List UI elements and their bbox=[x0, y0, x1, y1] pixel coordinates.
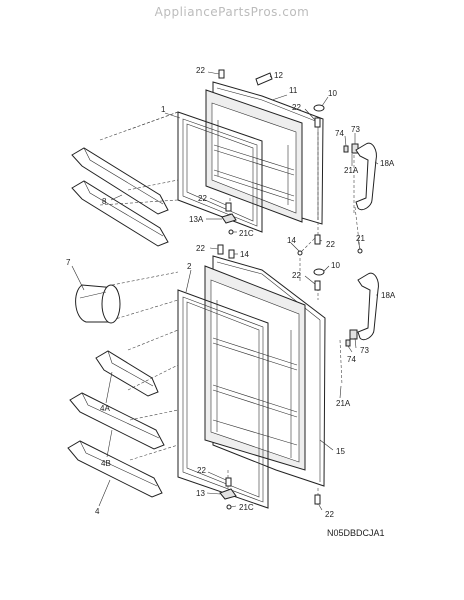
callout-73-upper: 73 bbox=[351, 125, 360, 134]
freezer-door-shelves bbox=[71, 147, 169, 247]
fresh-food-hinge-bracket bbox=[219, 488, 237, 500]
callout-labels: 22 12 11 10 22 1 74 73 21A 18A 8 22 13A … bbox=[66, 66, 396, 519]
freezer-door-shelf-upper bbox=[71, 147, 169, 215]
dairy-compartment-cover bbox=[75, 284, 121, 324]
callout-18A-upper: 18A bbox=[380, 159, 395, 168]
callout-8: 8 bbox=[102, 197, 107, 206]
callout-18A-lower: 18A bbox=[381, 291, 396, 300]
callout-4: 4 bbox=[95, 507, 100, 516]
freezer-bottom-right-screw bbox=[314, 234, 321, 245]
fresh-food-handle-mount-74 bbox=[345, 339, 351, 347]
door-shelf-4 bbox=[67, 440, 163, 498]
freezer-door-assembly bbox=[177, 81, 324, 233]
callout-22-upper-right: 22 bbox=[292, 103, 301, 112]
callout-74-upper: 74 bbox=[335, 129, 344, 138]
fresh-food-door-gasket bbox=[177, 289, 269, 509]
fresh-food-lower-screw bbox=[225, 477, 232, 487]
callout-21C-upper: 21C bbox=[239, 229, 254, 238]
callout-22-freezer-lower: 22 bbox=[198, 194, 207, 203]
callout-14-fresh: 14 bbox=[240, 250, 249, 259]
fresh-food-bottom-right-screw bbox=[314, 494, 321, 505]
callout-22-fresh-right: 22 bbox=[292, 271, 301, 280]
freezer-door-handle bbox=[355, 142, 377, 211]
callout-10-lower: 10 bbox=[331, 261, 340, 270]
center-hinge-pin bbox=[297, 250, 303, 256]
callout-21: 21 bbox=[356, 234, 365, 243]
fresh-food-right-screw bbox=[314, 280, 321, 291]
door-shelf-4A bbox=[95, 350, 159, 397]
fresh-food-door-assembly bbox=[177, 255, 326, 509]
callout-22-freezer-bottom-right: 22 bbox=[326, 240, 335, 249]
callout-7: 7 bbox=[66, 258, 71, 267]
callout-13: 13 bbox=[196, 489, 205, 498]
callout-2: 2 bbox=[187, 262, 192, 271]
fresh-food-door-shelves bbox=[67, 350, 165, 498]
freezer-right-screw bbox=[314, 117, 321, 128]
freezer-door-gasket bbox=[177, 111, 263, 233]
leader-lines bbox=[71, 71, 379, 511]
callout-22-fresh-lower: 22 bbox=[197, 466, 206, 475]
fresh-food-handle-mount-73 bbox=[349, 329, 358, 340]
callout-21C-lower: 21C bbox=[239, 503, 254, 512]
freezer-top-hinge-screw bbox=[218, 69, 225, 79]
fresh-food-plug bbox=[313, 268, 325, 276]
callout-22-fresh-top: 22 bbox=[196, 244, 205, 253]
callout-11: 11 bbox=[289, 86, 298, 95]
freezer-plug bbox=[313, 104, 325, 112]
callout-22-fresh-bottom-right: 22 bbox=[325, 510, 334, 519]
fresh-food-small-parts bbox=[217, 244, 379, 510]
door-shelf-4B bbox=[69, 392, 165, 450]
freezer-hinge-pin bbox=[228, 229, 234, 235]
diagram-code: N05DBDCJA1 bbox=[327, 528, 385, 538]
callout-21A-lower: 21A bbox=[336, 399, 351, 408]
callout-74-lower: 74 bbox=[347, 355, 356, 364]
freezer-lower-screw bbox=[225, 202, 232, 212]
callout-13A: 13A bbox=[189, 215, 204, 224]
watermark-text: AppliancePartsPros.com bbox=[154, 5, 310, 19]
callout-12: 12 bbox=[274, 71, 283, 80]
freezer-handle-mount-74 bbox=[343, 145, 349, 153]
freezer-handle-screw bbox=[357, 248, 363, 254]
fresh-food-hinge-pin bbox=[228, 249, 235, 259]
callout-14-center: 14 bbox=[287, 236, 296, 245]
callout-4B: 4B bbox=[101, 459, 111, 468]
freezer-hinge-cover bbox=[255, 72, 273, 86]
fresh-food-hinge-pin-lower bbox=[226, 504, 232, 510]
callout-73-lower: 73 bbox=[360, 346, 369, 355]
callout-15: 15 bbox=[336, 447, 345, 456]
callout-1: 1 bbox=[161, 105, 166, 114]
fresh-food-door-handle bbox=[357, 272, 379, 341]
callout-10-upper: 10 bbox=[328, 89, 337, 98]
fresh-food-top-screw bbox=[217, 244, 224, 255]
callout-22-top: 22 bbox=[196, 66, 205, 75]
freezer-hinge-bracket bbox=[221, 213, 237, 224]
callout-4A: 4A bbox=[100, 404, 110, 413]
callout-21A-upper: 21A bbox=[344, 166, 359, 175]
